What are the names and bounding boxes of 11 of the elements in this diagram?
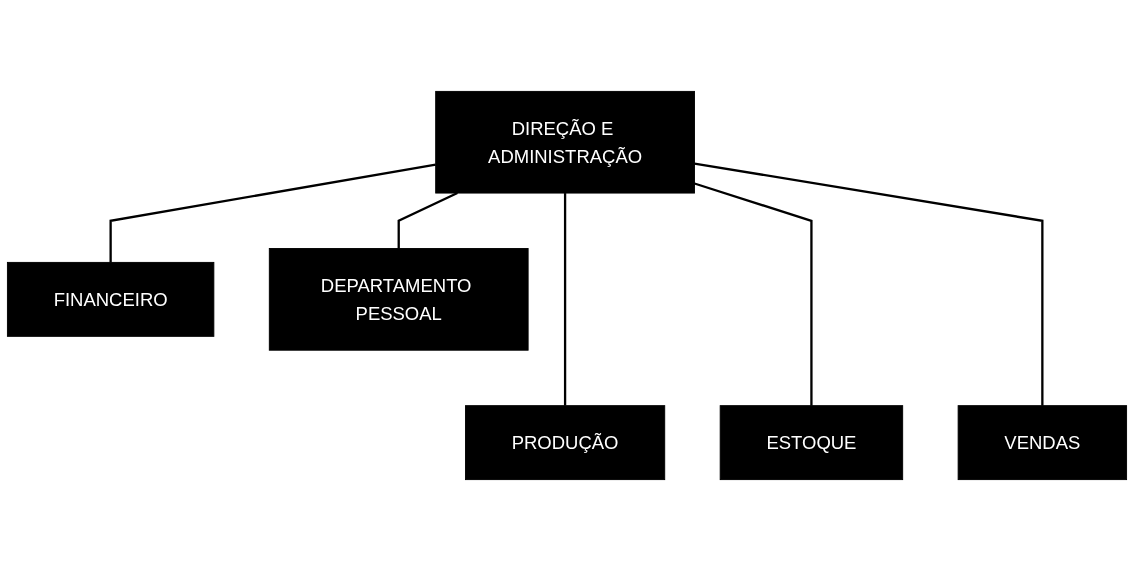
connector [694, 162, 1044, 406]
node-box: FINANCEIRO [6, 261, 215, 337]
connector [694, 182, 813, 406]
node-box: ESTOQUE [719, 405, 904, 481]
node-box: VENDAS [957, 405, 1128, 481]
node-box: DIREÇÃO E ADMINISTRAÇÃO [435, 90, 695, 194]
connector [563, 193, 567, 406]
node-box: PRODUÇÃO [465, 405, 666, 481]
node-box: DEPARTAMENTO PESSOAL [268, 248, 529, 351]
connector [397, 192, 458, 249]
connector [109, 163, 436, 263]
